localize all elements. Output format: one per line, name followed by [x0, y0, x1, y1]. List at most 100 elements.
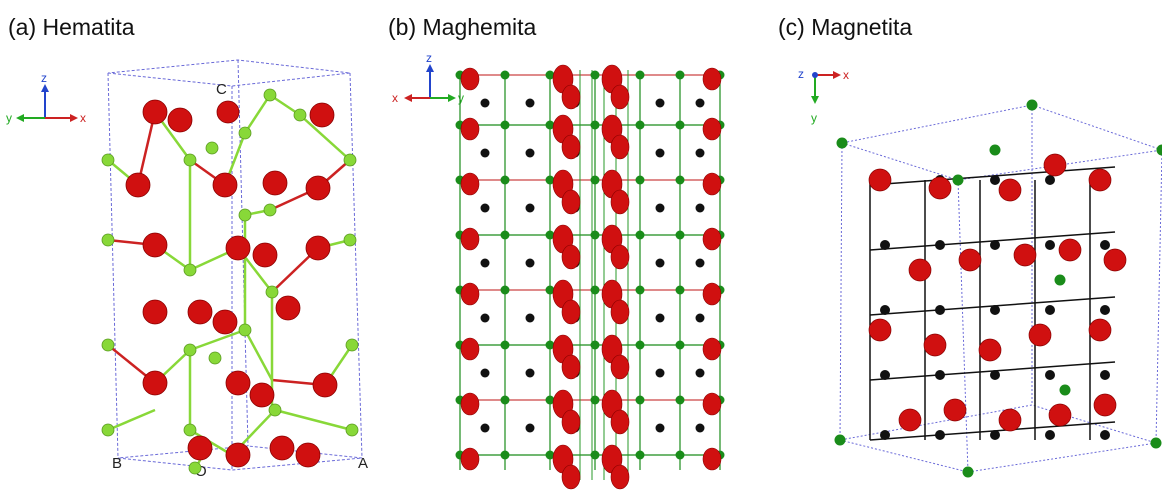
iron-atom	[1100, 240, 1110, 250]
corner-label-c: C	[216, 81, 227, 98]
oxygen-atom	[943, 398, 967, 422]
iron-atom	[880, 430, 890, 440]
iron-atom	[695, 313, 705, 323]
iron-atom	[952, 174, 964, 186]
oxygen-atom	[460, 227, 480, 251]
oxygen-atom	[868, 168, 892, 192]
iron-atom	[962, 466, 974, 478]
iron-atom	[695, 423, 705, 433]
iron-atom	[695, 203, 705, 213]
iron-atom	[480, 258, 490, 268]
iron-atom	[590, 340, 600, 350]
iron-atom	[500, 70, 510, 80]
oxygen-atom	[610, 84, 630, 110]
iron-atom	[1045, 240, 1055, 250]
iron-atom	[1150, 437, 1162, 449]
oxygen-atom	[561, 354, 581, 380]
iron-atom	[635, 285, 645, 295]
iron-atom	[500, 175, 510, 185]
iron-atom	[675, 450, 685, 460]
axis-indicator-icon: z x y	[798, 67, 849, 125]
iron-atom	[1100, 305, 1110, 315]
iron-atom	[1045, 305, 1055, 315]
iron-atom	[1045, 175, 1055, 185]
iron-atom	[480, 148, 490, 158]
iron-atom	[545, 450, 555, 460]
oxygen-atom	[702, 282, 722, 306]
iron-atom	[635, 230, 645, 240]
iron-atom	[500, 395, 510, 405]
oxygen-atom	[561, 189, 581, 215]
iron-atom	[525, 98, 535, 108]
oxygen-atom	[998, 178, 1022, 202]
iron-atom	[480, 368, 490, 378]
iron-atom	[880, 240, 890, 250]
oxygen-atom	[908, 258, 932, 282]
iron-atom	[1059, 384, 1071, 396]
oxygen-atom	[978, 338, 1002, 362]
iron-atom	[935, 430, 945, 440]
iron-atom	[675, 285, 685, 295]
oxygen-atom	[702, 392, 722, 416]
iron-atom	[990, 175, 1000, 185]
oxygen-atom	[1013, 243, 1037, 267]
iron-atom	[545, 120, 555, 130]
oxygen-atom	[1048, 403, 1072, 427]
axis-label-right: x	[843, 68, 849, 82]
maghemite-crystal-structure: z x y	[392, 51, 725, 490]
iron-atom	[880, 370, 890, 380]
iron-atom	[1054, 274, 1066, 286]
iron-atom	[590, 450, 600, 460]
iron-atom	[1100, 430, 1110, 440]
oxygen-atom	[702, 67, 722, 91]
oxygen-atom	[610, 244, 630, 270]
iron-atom	[480, 423, 490, 433]
iron-atom	[655, 148, 665, 158]
axis-label-up: z	[41, 71, 47, 85]
oxygen-atoms	[125, 99, 338, 468]
oxygen-atom	[561, 244, 581, 270]
iron-atom	[935, 240, 945, 250]
oxygen-atom	[1028, 323, 1052, 347]
iron-atom	[545, 285, 555, 295]
iron-atom	[480, 313, 490, 323]
oxygen-atom	[610, 299, 630, 325]
iron-atom	[675, 230, 685, 240]
panel-maghemita: (b) Maghemita z x y	[380, 0, 770, 504]
oxygen-atom	[868, 318, 892, 342]
iron-atom	[525, 368, 535, 378]
iron-atom	[635, 70, 645, 80]
iron-atom	[500, 340, 510, 350]
iron-atom	[655, 258, 665, 268]
iron-atom	[1026, 99, 1038, 111]
iron-atom	[500, 285, 510, 295]
oxygen-atom	[1088, 168, 1112, 192]
oxygen-atom	[561, 464, 581, 490]
oxygen-atom	[702, 337, 722, 361]
oxygen-atom	[561, 134, 581, 160]
maghemite-lattice	[455, 64, 725, 490]
iron-atom	[990, 370, 1000, 380]
oxygen-atom	[610, 189, 630, 215]
iron-atom	[635, 395, 645, 405]
panel-title-hematita: (a) Hematita	[8, 14, 135, 40]
iron-atom	[525, 313, 535, 323]
oxygen-atom	[610, 134, 630, 160]
panel-title-magnetita: (c) Magnetita	[778, 14, 913, 40]
hematite-bonds	[107, 93, 354, 471]
iron-atom	[655, 98, 665, 108]
iron-atom	[655, 313, 665, 323]
oxygen-atom	[610, 354, 630, 380]
oxygen-atom	[1093, 393, 1117, 417]
iron-atom	[525, 423, 535, 433]
corner-label-a: A	[358, 455, 368, 472]
iron-atom	[500, 230, 510, 240]
iron-atom	[590, 120, 600, 130]
iron-atom	[695, 368, 705, 378]
magnetite-lattice	[834, 99, 1162, 478]
iron-atom	[545, 340, 555, 350]
iron-atom	[989, 144, 1001, 156]
axis-indicator-icon: z y x	[6, 71, 86, 125]
iron-atom	[655, 368, 665, 378]
iron-atom	[590, 395, 600, 405]
